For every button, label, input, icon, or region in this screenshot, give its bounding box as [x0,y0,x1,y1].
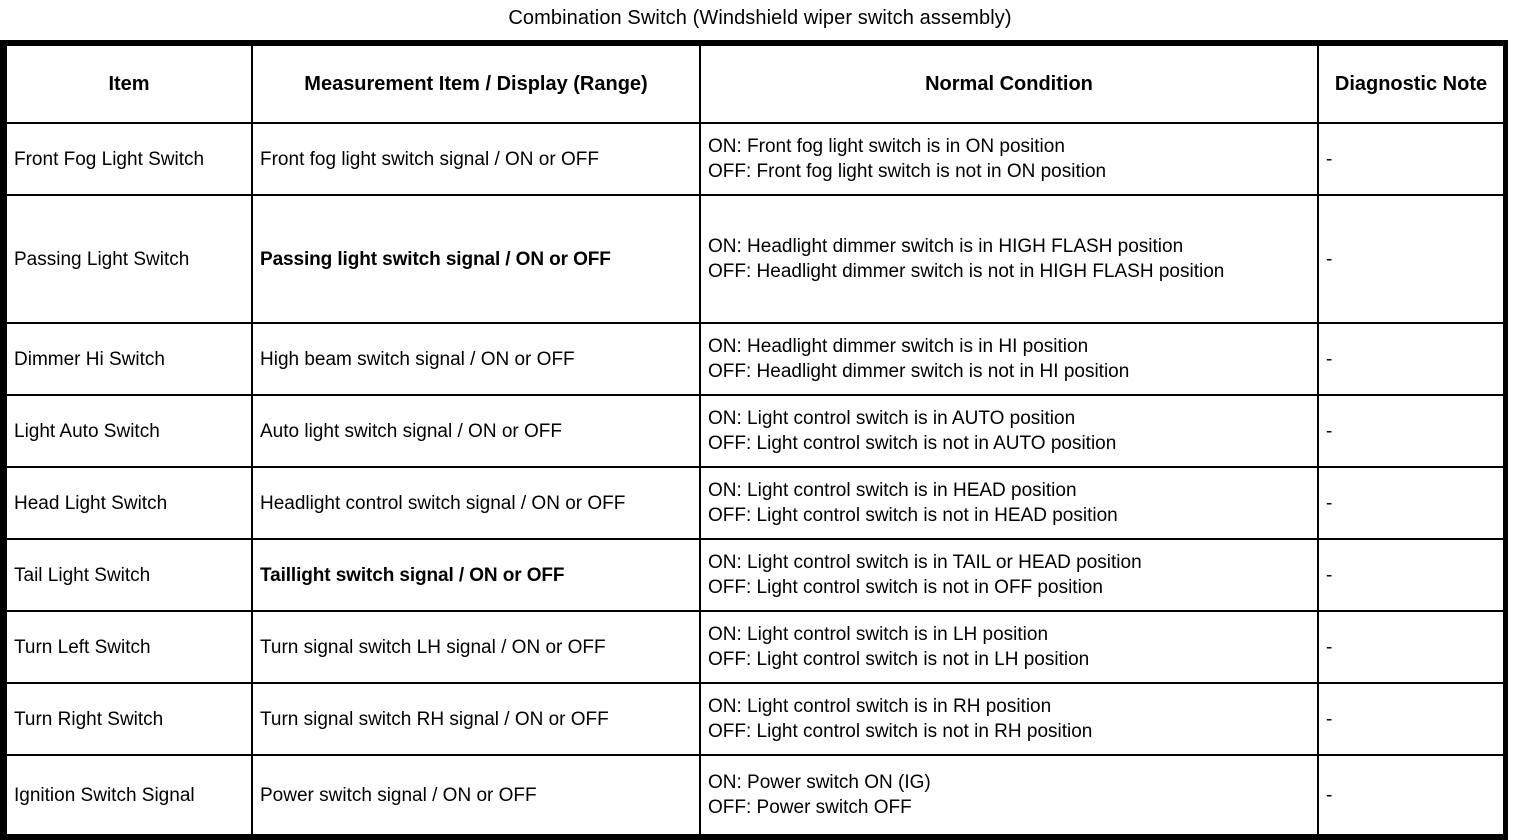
cell-normal-condition: ON: Power switch ON (IG) OFF: Power swit… [699,754,1319,836]
cell-measurement: Power switch signal / ON or OFF [251,754,701,836]
cell-measurement: Passing light switch signal / ON or OFF [251,194,701,324]
cell-normal-condition: ON: Headlight dimmer switch is in HI pos… [699,322,1319,396]
table-row: Ignition Switch Signal Power switch sign… [5,754,1505,836]
cell-diagnostic-note: - [1317,754,1505,836]
condition-off-line: OFF: Light control switch is not in AUTO… [708,433,1117,454]
cell-item: Tail Light Switch [5,538,253,612]
cell-item: Turn Right Switch [5,682,253,756]
cell-measurement: High beam switch signal / ON or OFF [251,322,701,396]
condition-on-line: ON: Headlight dimmer switch is in HIGH F… [708,236,1184,257]
condition-off-line: OFF: Light control switch is not in OFF … [708,577,1103,598]
column-header-diagnostic-note: Diagnostic Note [1317,44,1505,124]
diagnostic-note-value: - [1326,148,1333,170]
diagnostic-note-value: - [1326,708,1333,730]
cell-normal-condition: ON: Light control switch is in LH positi… [699,610,1319,684]
condition-on-line: ON: Light control switch is in TAIL or H… [708,552,1142,573]
condition-on-line: ON: Front fog light switch is in ON posi… [708,136,1065,157]
cell-measurement: Auto light switch signal / ON or OFF [251,394,701,468]
cell-diagnostic-note: - [1317,122,1505,196]
cell-item: Ignition Switch Signal [5,754,253,836]
table-row: Dimmer Hi Switch High beam switch signal… [5,322,1505,396]
cell-diagnostic-note: - [1317,682,1505,756]
condition-off-line: OFF: Headlight dimmer switch is not in H… [708,361,1130,382]
diagnostic-note-value: - [1326,348,1333,370]
cell-diagnostic-note: - [1317,466,1505,540]
diagnostic-note-value: - [1326,564,1333,586]
cell-normal-condition: ON: Light control switch is in HEAD posi… [699,466,1319,540]
column-header-measurement: Measurement Item / Display (Range) [251,44,701,124]
column-header-normal-condition: Normal Condition [699,44,1319,124]
condition-off-line: OFF: Light control switch is not in HEAD… [708,505,1118,526]
table-header: Item Measurement Item / Display (Range) … [5,44,1505,124]
diagnostic-note-value: - [1326,248,1333,270]
condition-off-line: OFF: Light control switch is not in RH p… [708,721,1093,742]
cell-measurement: Turn signal switch LH signal / ON or OFF [251,610,701,684]
table-row: Front Fog Light Switch Front fog light s… [5,122,1505,196]
cell-diagnostic-note: - [1317,194,1505,324]
diagnostic-note-value: - [1326,492,1333,514]
table-header-row: Item Measurement Item / Display (Range) … [5,44,1505,124]
table-row: Turn Right Switch Turn signal switch RH … [5,682,1505,756]
table-row: Turn Left Switch Turn signal switch LH s… [5,610,1505,684]
condition-on-line: ON: Light control switch is in LH positi… [708,624,1049,645]
cell-item: Light Auto Switch [5,394,253,468]
cell-normal-condition: ON: Light control switch is in AUTO posi… [699,394,1319,468]
diagnostic-note-value: - [1326,636,1333,658]
table-row: Head Light Switch Headlight control swit… [5,466,1505,540]
cell-item: Head Light Switch [5,466,253,540]
condition-on-line: ON: Light control switch is in AUTO posi… [708,408,1076,429]
cell-item: Front Fog Light Switch [5,122,253,196]
cell-diagnostic-note: - [1317,610,1505,684]
table-body: Front Fog Light Switch Front fog light s… [5,122,1505,836]
column-header-item: Item [5,44,253,124]
cell-normal-condition: ON: Light control switch is in TAIL or H… [699,538,1319,612]
condition-on-line: ON: Power switch ON (IG) [708,772,931,793]
diagnostic-note-value: - [1326,784,1333,806]
cell-item: Turn Left Switch [5,610,253,684]
cell-measurement: Headlight control switch signal / ON or … [251,466,701,540]
cell-normal-condition: ON: Front fog light switch is in ON posi… [699,122,1319,196]
table-caption: Combination Switch (Windshield wiper swi… [508,7,1012,29]
cell-normal-condition: ON: Light control switch is in RH positi… [699,682,1319,756]
condition-off-line: OFF: Power switch OFF [708,797,912,818]
condition-off-line: OFF: Front fog light switch is not in ON… [708,161,1107,182]
table-row: Tail Light Switch Taillight switch signa… [5,538,1505,612]
table-outer-frame: Item Measurement Item / Display (Range) … [0,40,1508,840]
cell-diagnostic-note: - [1317,538,1505,612]
cell-measurement: Taillight switch signal / ON or OFF [251,538,701,612]
cell-item: Dimmer Hi Switch [5,322,253,396]
cell-diagnostic-note: - [1317,394,1505,468]
condition-off-line: OFF: Headlight dimmer switch is not in H… [708,261,1225,282]
cell-diagnostic-note: - [1317,322,1505,396]
table-row: Light Auto Switch Auto light switch sign… [5,394,1505,468]
cell-item: Passing Light Switch [5,194,253,324]
diagnostic-note-value: - [1326,420,1333,442]
combination-switch-spec-table: Item Measurement Item / Display (Range) … [5,44,1505,836]
cell-measurement: Turn signal switch RH signal / ON or OFF [251,682,701,756]
condition-on-line: ON: Light control switch is in RH positi… [708,696,1052,717]
cell-measurement: Front fog light switch signal / ON or OF… [251,122,701,196]
table-row: Passing Light Switch Passing light switc… [5,194,1505,324]
condition-on-line: ON: Light control switch is in HEAD posi… [708,480,1077,501]
condition-off-line: OFF: Light control switch is not in LH p… [708,649,1090,670]
condition-on-line: ON: Headlight dimmer switch is in HI pos… [708,336,1089,357]
cell-normal-condition: ON: Headlight dimmer switch is in HIGH F… [699,194,1319,324]
